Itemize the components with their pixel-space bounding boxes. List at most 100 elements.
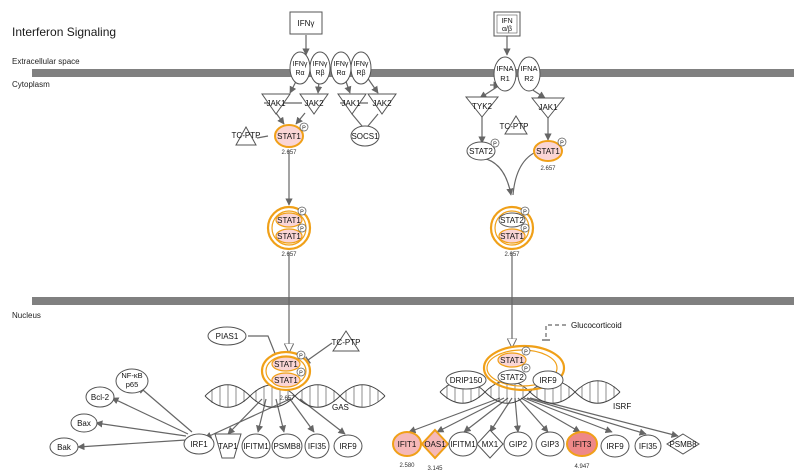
svg-text:IRF9: IRF9 [539,376,557,385]
svg-text:IFI35: IFI35 [308,442,327,451]
nfkb-p65-node: NF-κB p65 [115,368,149,394]
gip2-node: GIP2 [503,431,533,457]
svg-text:Bak: Bak [57,443,72,452]
dna-helix-left [204,384,386,408]
svg-text:PSMB8: PSMB8 [273,442,301,451]
kinase-jak1-left: JAK1 [261,93,291,115]
svg-text:PIAS1: PIAS1 [216,332,239,341]
svg-text:Bax: Bax [77,419,91,428]
dimer-right-value: 2.657 [504,252,520,258]
svg-text:P: P [300,227,304,233]
isrf-element-label: ISRF [613,402,631,411]
oas1-value: 3.145 [427,466,443,472]
irf9-complex-node: IRF9 [532,370,564,390]
svg-text:TC-PTP: TC-PTP [232,131,261,140]
stat2-stat1-dimer-right: STAT2 STAT1 P P 2.657 [489,205,535,258]
svg-text:Rα: Rα [336,70,345,77]
svg-text:IFNγ: IFNγ [313,61,328,68]
svg-text:Rβ: Rβ [315,70,324,77]
svg-text:IFNγ: IFNγ [293,61,308,68]
gas-element-label: GAS [332,403,349,412]
svg-text:STAT1: STAT1 [500,232,524,241]
receptor-ifngr-beta-2: IFNγ Rβ [350,51,372,85]
stat2-right-node: STAT2 P [466,138,500,161]
svg-text:Rα: Rα [295,70,304,77]
psmb8-right-node: PSMB8 [666,433,700,455]
svg-text:MX1: MX1 [482,440,499,449]
svg-text:STAT2: STAT2 [469,147,493,156]
svg-text:IFITM1: IFITM1 [243,442,269,451]
isgf3-complex-nucleus: STAT1 STAT2 P P [482,344,566,392]
svg-text:DRIP150: DRIP150 [450,376,483,385]
psmb8-left-node: PSMB8 [271,433,303,459]
svg-text:IFNγ: IFNγ [354,61,369,68]
receptor-ifnar2: IFNA R2 [517,56,541,92]
stat1-right-value: 2.657 [540,166,556,172]
irf1-node: IRF1 [183,433,215,455]
svg-text:IFIT3: IFIT3 [573,440,592,449]
oas1-node: OAS1 3.145 [420,428,450,472]
svg-text:GIP2: GIP2 [509,440,528,449]
svg-text:STAT1: STAT1 [274,360,298,369]
svg-text:STAT1: STAT1 [536,147,560,156]
plasma-membrane [32,69,794,77]
svg-text:PSMB8: PSMB8 [669,440,697,449]
svg-text:STAT1: STAT1 [500,356,524,365]
svg-text:p65: p65 [126,380,139,389]
phosphatase-tc-ptp-right: TC-PTP [500,115,529,135]
svg-text:IFNA: IFNA [496,64,513,73]
svg-text:P: P [523,227,527,233]
ifnab-label-line2: α/β [502,26,512,33]
svg-text:P: P [299,354,303,360]
compartment-label-cytoplasm: Cytoplasm [12,80,50,89]
mx1-node: MX1 [476,429,504,459]
svg-text:TC-PTP: TC-PTP [500,122,529,131]
bak-node: Bak [49,437,79,457]
bcl2-node: Bcl-2 [85,386,115,408]
svg-text:STAT2: STAT2 [500,373,524,382]
svg-text:P: P [560,141,564,147]
svg-text:OAS1: OAS1 [424,440,446,449]
nuclear-membrane [32,297,794,305]
socs1-node: SOCS1 [350,125,380,147]
stat1-right-node: STAT1 P 2.657 [533,137,567,172]
svg-text:IFNγ: IFNγ [334,61,349,68]
bax-node: Bax [70,413,98,433]
gip3-node: GIP3 [535,431,565,457]
svg-text:P: P [493,142,497,148]
stat1-left-value: 2.657 [281,150,297,156]
compartment-label-extracellular: Extracellular space [12,57,80,66]
svg-text:STAT2: STAT2 [500,216,524,225]
tap1-node: TAP1 [214,433,242,459]
ifit1-value: 2.580 [399,463,415,469]
kinase-jak2-left: JAK2 [299,93,329,115]
ifi35-right-node: IFI35 [634,434,662,458]
svg-text:IRF1: IRF1 [190,440,208,449]
svg-text:STAT1: STAT1 [277,132,301,141]
receptor-ifnar1: IFNA R1 [493,56,517,92]
nuc-left-value: 2.657 [279,396,295,402]
svg-text:Glucocorticoid: Glucocorticoid [571,321,622,330]
ifnab-ligand: IFN α/β [493,11,521,37]
svg-text:TAP1: TAP1 [218,442,238,451]
svg-text:SOCS1: SOCS1 [351,132,379,141]
svg-text:P: P [302,126,306,132]
svg-text:STAT1: STAT1 [274,376,298,385]
glucocorticoid-node: Glucocorticoid [571,321,622,330]
svg-text:IFNA: IFNA [520,64,537,73]
stat1-dimer-nucleus: STAT1 STAT1 P P 2.657 [260,350,312,402]
ifit3-value: 4.947 [574,464,590,470]
ifitm1-right-node: IFITM1 [448,431,478,457]
ifng-label: IFNγ [298,19,315,28]
svg-text:P: P [300,210,304,216]
receptor-ifngr-alpha-2: IFNγ Rα [330,51,352,85]
svg-text:Bcl-2: Bcl-2 [91,393,110,402]
receptor-ifngr-beta-1: IFNγ Rβ [309,51,331,85]
phosphatase-tc-ptp-nucleus: TC-PTP [332,330,360,352]
drip150-node: DRIP150 [445,370,487,390]
kinase-jak1-mid: JAK1 [337,93,367,115]
ifi35-left-node: IFI35 [304,433,330,459]
ifit1-node: IFIT1 2.580 [392,431,422,469]
kinase-tyk2: TYK2 [464,96,500,118]
